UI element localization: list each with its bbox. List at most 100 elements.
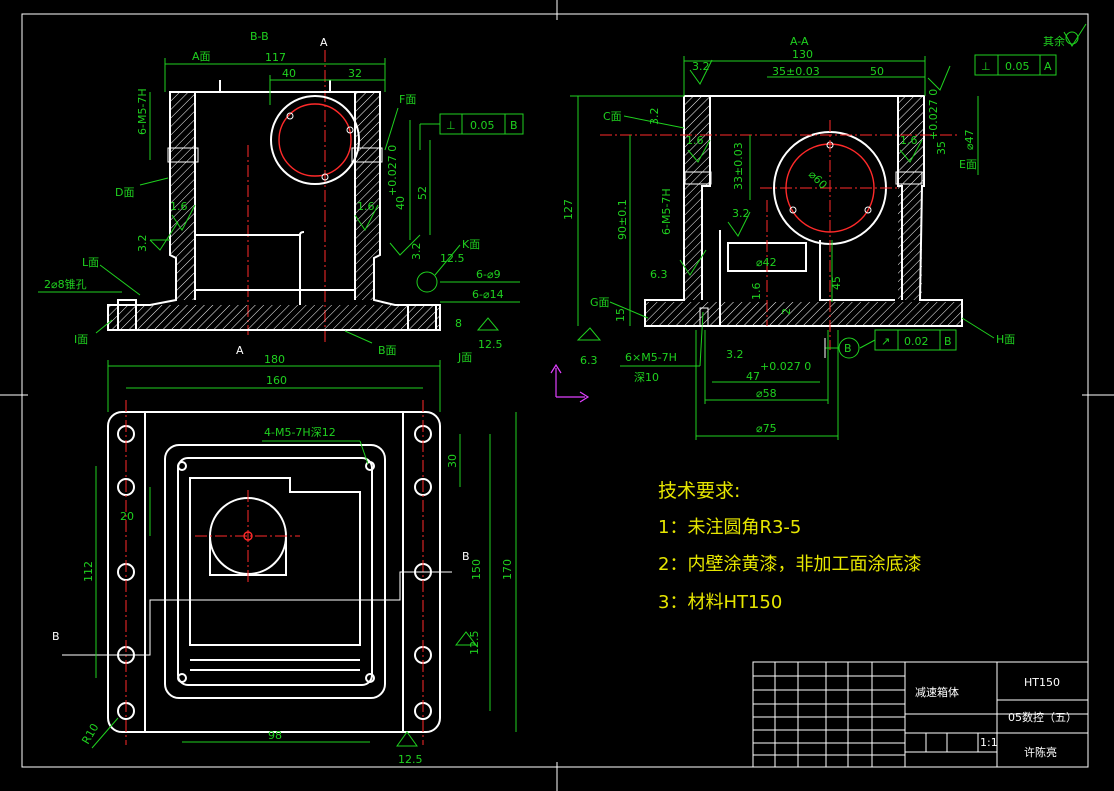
gt-right-1-ref: A — [1044, 60, 1052, 73]
ra-3-2-right-c: 3.2 — [732, 207, 750, 220]
ra-1-6-right-a: 1.6 — [686, 134, 704, 147]
view-label-bb: B-B — [250, 30, 269, 43]
view-label-aa: A-A — [790, 35, 809, 48]
dim-r10: R10 — [79, 721, 101, 746]
roughness-rest: 其余 — [1043, 34, 1065, 48]
ra-6-3-right-a: 6.3 — [650, 268, 668, 281]
title-class: 05数控（五） — [1008, 710, 1077, 724]
ra-3-2-right-d: 3.2 — [726, 348, 744, 361]
title-part-name: 减速箱体 — [915, 685, 959, 699]
dim-150: 150 — [470, 559, 483, 580]
surface-a-left: A面 — [192, 50, 211, 63]
ucs-axis-icon — [550, 363, 590, 403]
section-mark-a-bottom: A — [236, 344, 244, 357]
dim-30: 30 — [446, 454, 459, 468]
dim-thread-side: 6-M5-7H — [660, 188, 673, 235]
dim-50: 50 — [870, 65, 884, 78]
surface-f: F面 — [399, 93, 416, 106]
ra-1-6-right-b: 1.6 — [900, 134, 918, 147]
dim-phi-58: ⌀58 — [756, 387, 777, 400]
datum-b-circle: B — [844, 342, 852, 355]
dim-170: 170 — [501, 559, 514, 580]
dim-130: 130 — [792, 48, 813, 61]
dim-180: 180 — [264, 353, 285, 366]
dim-20: 20 — [120, 510, 134, 523]
surface-e: E面 — [959, 158, 977, 171]
section-view-bb: B-B A A 117 40 32 6-M5-7H — [38, 30, 524, 364]
ra-1-6-left-b: 1.6 — [357, 200, 375, 213]
technical-requirements: 技术要求: 1：未注圆角R3-5 2：内壁涂黄漆，非加工面涂底漆 3：材料HT1… — [658, 480, 921, 613]
dim-47: 47 — [746, 370, 760, 383]
ra-3-2-left-b: 3.2 — [410, 243, 423, 261]
ra-12-5-left-b: 12.5 — [478, 338, 503, 351]
surface-i: I面 — [74, 333, 88, 346]
dim-52: 52 — [416, 186, 429, 200]
dim-45: 45 — [830, 276, 843, 290]
surface-j: J面 — [457, 351, 472, 364]
dim-15: 15 — [614, 308, 627, 322]
dim-phi-42: ⌀42 — [756, 256, 777, 269]
note-2: 2：内壁涂黄漆，非加工面涂底漆 — [658, 554, 921, 575]
section-mark-a-top: A — [320, 36, 328, 49]
dim-pin-holes: 2⌀8锥孔 — [44, 278, 87, 291]
title-block: 减速箱体 HT150 05数控（五） 许陈亮 1:1 — [752, 661, 1089, 768]
dim-phi-75: ⌀75 — [756, 422, 777, 435]
gt-left-symbol: ⊥ — [446, 119, 456, 132]
dim-thread-top-left: 6-M5-7H — [136, 88, 149, 135]
plan-view: B B 180 160 4-M5-7H深12 30 20 112 150 170… — [52, 353, 517, 766]
ra-12-5-bottom-a: 12.5 — [468, 631, 481, 656]
dim-98: 98 — [268, 729, 282, 742]
dim-117: 117 — [265, 51, 286, 64]
dim-bottom-depth: 深10 — [634, 371, 659, 384]
surface-h: H面 — [996, 333, 1015, 346]
dim-8: 8 — [455, 317, 462, 330]
title-material: HT150 — [1024, 676, 1060, 689]
ra-12-5-left-a: 12.5 — [440, 252, 465, 265]
gt-right-1-symbol: ⊥ — [981, 60, 991, 73]
dim-90: 90±0.1 — [616, 199, 629, 240]
gt-right-1-value: 0.05 — [1005, 60, 1030, 73]
ra-1-6-left-a: 1.6 — [170, 200, 188, 213]
dim-bore-40: 40 — [394, 196, 407, 210]
dim-35: 35±0.03 — [772, 65, 820, 78]
ra-3-2-right-b: 3.2 — [648, 108, 661, 126]
dim-32: 32 — [348, 67, 362, 80]
dim-bore-35-tol: +0.027 0 — [927, 89, 940, 140]
surface-k: K面 — [462, 238, 480, 251]
dim-112: 112 — [82, 561, 95, 582]
dim-holes-9: 6-⌀9 — [476, 268, 501, 281]
gt-left-ref: B — [510, 119, 518, 132]
dim-bore-40-tol: +0.027 0 — [386, 145, 399, 196]
notes-title: 技术要求: — [658, 480, 740, 502]
dim-phi-47: ⌀47 — [963, 129, 976, 150]
dim-thread-4: 4-M5-7H深12 — [264, 426, 336, 439]
dim-holes-14: 6-⌀14 — [472, 288, 504, 301]
gt-right-2-ref: B — [944, 335, 952, 348]
section-view-aa: A-A 130 35±0.03 50 127 90±0.1 33±0 — [562, 23, 1087, 440]
surface-b-left: B面 — [378, 344, 397, 357]
dim-33: 33±0.03 — [732, 142, 745, 190]
note-3: 3：材料HT150 — [658, 592, 782, 613]
section-mark-b-right: B — [462, 550, 470, 563]
section-mark-b-left: B — [52, 630, 60, 643]
dim-47-tol: +0.027 0 — [760, 360, 811, 373]
dim-bottom-thread: 6×M5-7H — [625, 351, 677, 364]
gt-right-2-symbol: ↗ — [881, 335, 890, 348]
title-author: 许陈亮 — [1024, 745, 1057, 759]
dim-160: 160 — [266, 374, 287, 387]
title-scale: 1:1 — [980, 736, 998, 749]
surface-l: L面 — [82, 256, 99, 269]
gt-left-value: 0.05 — [470, 119, 495, 132]
gt-right-2-value: 0.02 — [904, 335, 929, 348]
surface-d: D面 — [115, 186, 134, 199]
ra-1-6-right-c: 1.6 — [750, 283, 763, 301]
ra-3-2-left: 3.2 — [136, 235, 149, 253]
surface-g: G面 — [590, 296, 610, 309]
ra-3-2-right-a: 3.2 — [692, 60, 710, 73]
dim-127: 127 — [562, 199, 575, 220]
dim-40: 40 — [282, 67, 296, 80]
ra-12-5-bottom-b: 12.5 — [398, 753, 423, 766]
surface-c: C面 — [603, 110, 622, 123]
